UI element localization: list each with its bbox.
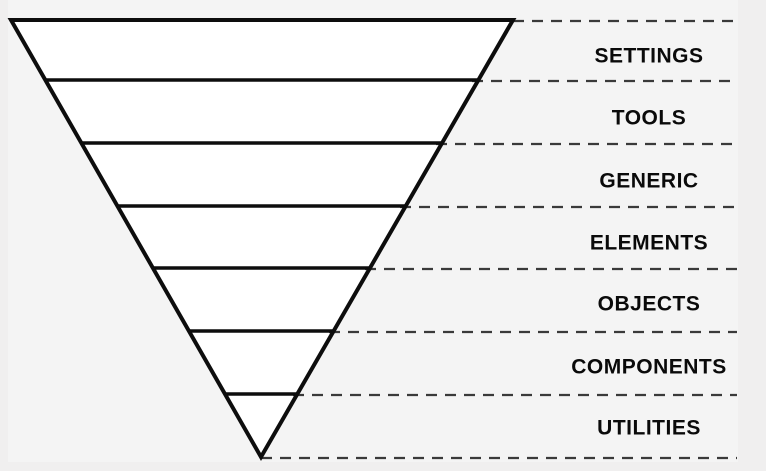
funnel-body bbox=[11, 20, 513, 457]
tier-label-utilities: UTILITIES bbox=[597, 416, 701, 440]
tier-label-settings: SETTINGS bbox=[594, 44, 704, 68]
tier-label-components: COMPONENTS bbox=[571, 355, 727, 379]
dashed-leader-lines bbox=[261, 19, 737, 460]
funnel-outline bbox=[7, 18, 517, 462]
tier-label-generic: GENERIC bbox=[599, 169, 699, 193]
tier-label-objects: OBJECTS bbox=[597, 292, 701, 316]
tier-label-tools: TOOLS bbox=[611, 106, 687, 130]
funnel-band-dividers bbox=[46, 78, 478, 396]
tier-label-elements: ELEMENTS bbox=[589, 231, 709, 255]
